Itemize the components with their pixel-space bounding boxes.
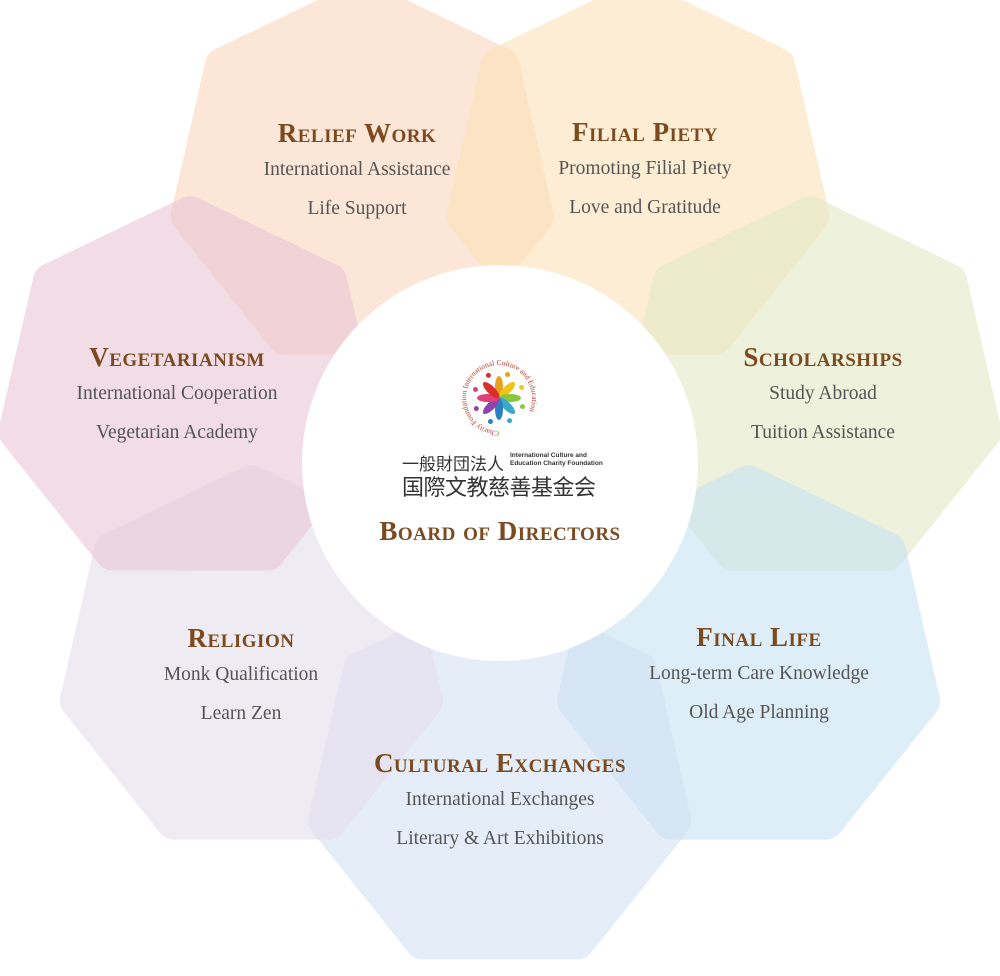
org-name-en-line2: Education Charity Foundation [510,460,603,467]
petal-item: Old Age Planning [689,702,829,723]
petal-item: Study Abroad [769,383,877,404]
org-name-en: International Culture and Education Char… [510,452,603,468]
org-name-en-line1: International Culture and [510,452,587,459]
petal-item: International Cooperation [76,383,278,404]
org-name-jp: 国際文教慈善基金会 [402,476,596,501]
petal-item: Literary & Art Exhibitions [396,828,604,849]
petal-title: Religion [187,623,295,653]
petal-item: Tuition Assistance [751,422,895,443]
logo-figure-head [487,418,493,424]
petal-title: Cultural Exchanges [373,748,627,778]
petal-title: Filial Piety [571,117,719,147]
logo-petal [498,381,516,399]
petal-cultural-exchanges: Cultural Exchanges International Exchang… [350,748,650,858]
petal-title: Relief Work [277,118,437,148]
logo-figure-head [505,372,511,378]
petal-title: Scholarships [743,342,903,372]
petal-item: International Exchanges [405,789,595,810]
logo-figure-head [519,404,525,410]
board-of-directors-title: Board of Directors [379,516,621,546]
petal-item: Learn Zen [200,703,282,724]
petal-item: Life Support [307,198,407,219]
petal-item: International Assistance [263,159,451,180]
logo-petal [498,397,516,415]
logo-figure-head [473,406,479,412]
petal-item: Long-term Care Knowledge [649,663,869,684]
petal-item: Love and Gratitude [569,197,721,218]
logo-petal [482,397,500,415]
petal-item: Promoting Filial Piety [558,158,732,179]
petal-item: Vegetarian Academy [96,422,258,443]
logo-figure-head [485,372,491,378]
logo-figure-head [519,384,525,390]
logo-figure-head [507,418,513,424]
logo-petal [482,381,500,399]
petal-title: Vegetarianism [89,342,265,372]
petal-item: Monk Qualification [163,664,319,685]
center-circle [302,265,698,661]
org-type-jp: 一般財団法人 [402,455,504,475]
petal-title: Final Life [696,622,822,652]
logo-figure-head [473,386,479,392]
